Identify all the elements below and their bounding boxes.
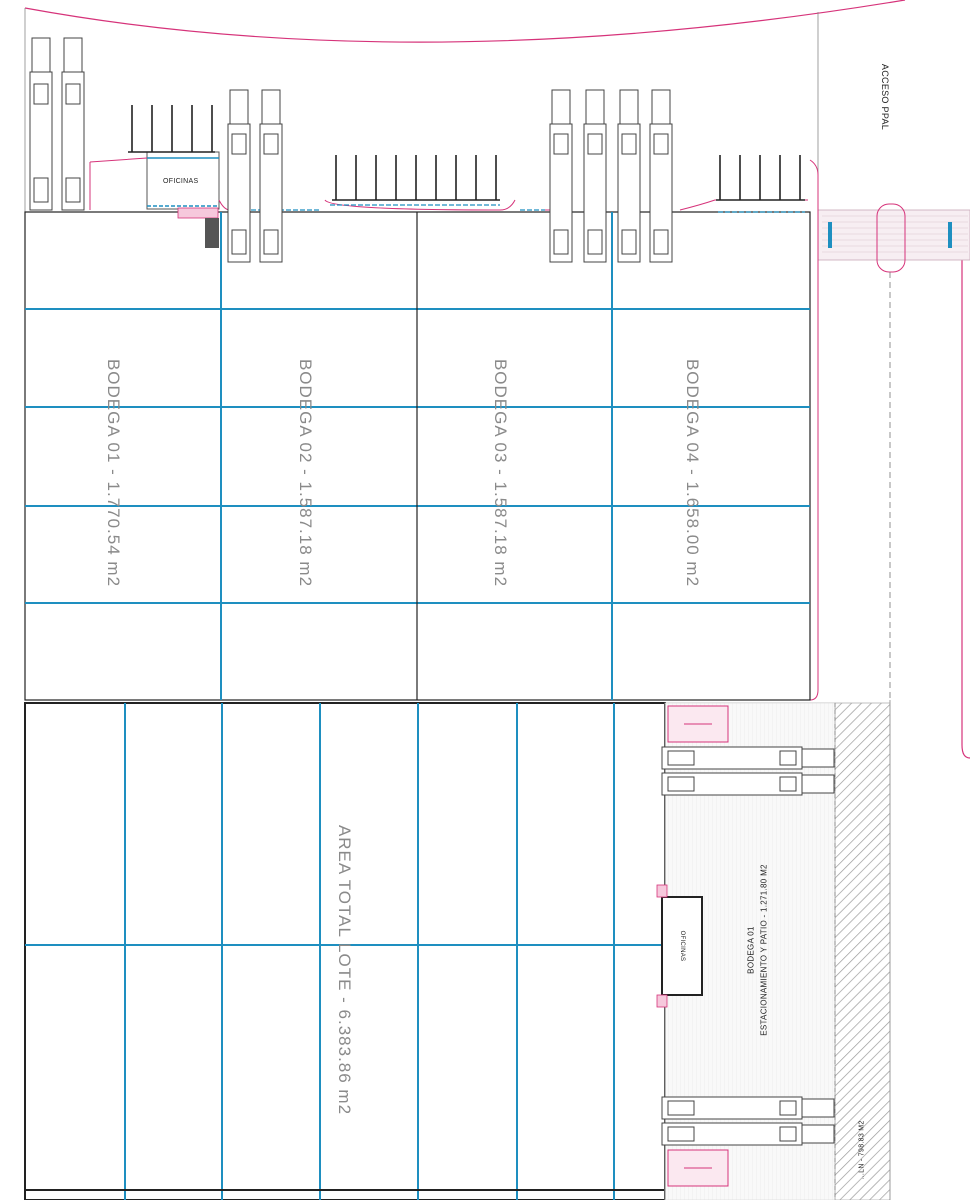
top-boundary-curve: [24, 0, 906, 43]
area-total-label: AREA TOTAL LOTE - 6.383.86 m2: [335, 824, 354, 1116]
lower-lot-block: [24, 702, 666, 1200]
bodega-04-label: BODEGA 04 - 1.658.00 m2: [683, 358, 702, 588]
access-gate: [817, 203, 970, 273]
oficinas-top-label: OFICINAS: [163, 178, 199, 185]
oficinas-side-label: OFICINAS: [679, 930, 685, 962]
patio-office: [656, 884, 703, 1008]
bodega-03-label: BODEGA 03 - 1.587.18 m2: [491, 358, 510, 588]
top-office: [146, 151, 220, 248]
upper-warehouse-block: [24, 211, 811, 701]
trucks-patio: [661, 746, 835, 1146]
hatched-strip: [834, 702, 891, 1200]
bodega-01-label: BODEGA 01 - 1.770.54 m2: [104, 358, 123, 588]
parking-stalls: [128, 105, 805, 201]
trucks-top: [29, 37, 673, 263]
acceso-label: ACCESO PPAL: [880, 63, 890, 131]
patio-label-line2: ESTACIONAMIENTO Y PATIO - 1.271.80 M2: [759, 864, 769, 1036]
strip-area-label: ...LN - 798.83 M2: [858, 1120, 866, 1180]
patio-label-line1: BODEGA 01: [746, 926, 756, 974]
pink-boundary-right: [809, 159, 819, 701]
dock-blue-lines: [230, 204, 805, 213]
bodega-02-label: BODEGA 02 - 1.587.18 m2: [296, 358, 315, 588]
right-boundary-curve: [961, 260, 970, 759]
patio-pink-cells: [667, 705, 729, 1187]
